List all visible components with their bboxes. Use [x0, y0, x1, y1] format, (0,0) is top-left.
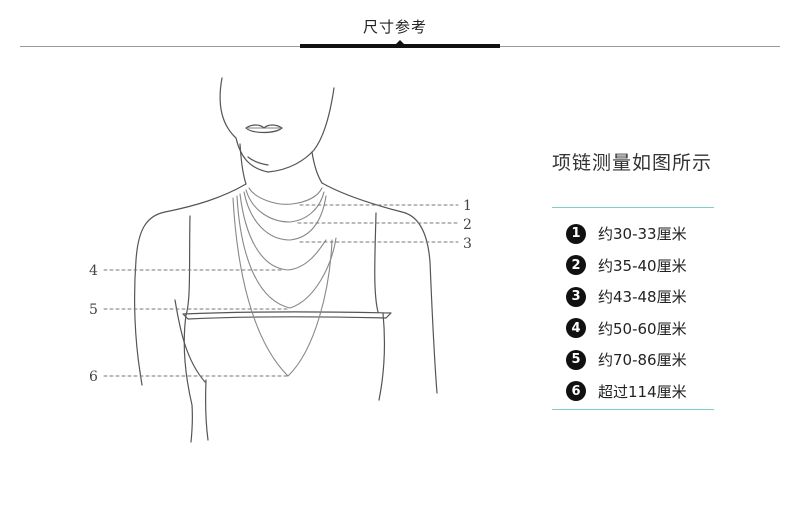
- size-legend: 1 约30-33厘米 2 约35-40厘米 3 约43-48厘米 4 约50-6…: [566, 218, 687, 407]
- legend-top-divider: [552, 207, 714, 208]
- measure-label-3: 3: [463, 236, 472, 252]
- legend-bottom-divider: [552, 409, 714, 410]
- size-text: 约50-60厘米: [598, 319, 687, 338]
- measurement-lines: [103, 204, 459, 377]
- page-title: 尺寸参考: [362, 18, 427, 36]
- list-item: 3 约43-48厘米: [566, 281, 687, 313]
- list-item: 4 约50-60厘米: [566, 313, 687, 345]
- legend-title: 项链测量如图所示: [552, 152, 713, 174]
- number-badge: 6: [566, 381, 586, 402]
- torso-outline: [134, 182, 438, 443]
- number-badge: 2: [566, 255, 586, 276]
- face-outline: [219, 77, 335, 173]
- number-badge: 4: [566, 318, 586, 339]
- measure-label-1: 1: [463, 198, 472, 214]
- size-text: 约35-40厘米: [598, 256, 687, 275]
- header-accent-bar: [300, 44, 500, 48]
- neck-outline: [239, 143, 323, 185]
- size-text: 约43-48厘米: [598, 288, 687, 307]
- list-item: 5 约70-86厘米: [566, 344, 687, 376]
- header-notch-marker: [396, 40, 404, 44]
- necklaces: [232, 187, 337, 377]
- measure-label-5: 5: [89, 302, 98, 318]
- size-text: 约70-86厘米: [598, 351, 687, 370]
- list-item: 1 约30-33厘米: [566, 218, 687, 250]
- number-badge: 1: [566, 223, 586, 244]
- number-badge: 3: [566, 286, 586, 307]
- list-item: 6 超过114厘米: [566, 376, 687, 408]
- size-text: 约30-33厘米: [598, 225, 687, 244]
- measure-label-2: 2: [463, 217, 472, 233]
- number-badge: 5: [566, 349, 586, 370]
- measure-label-6: 6: [89, 369, 98, 385]
- measure-label-4: 4: [89, 263, 98, 279]
- size-text: 超过114厘米: [598, 382, 687, 401]
- list-item: 2 约35-40厘米: [566, 250, 687, 282]
